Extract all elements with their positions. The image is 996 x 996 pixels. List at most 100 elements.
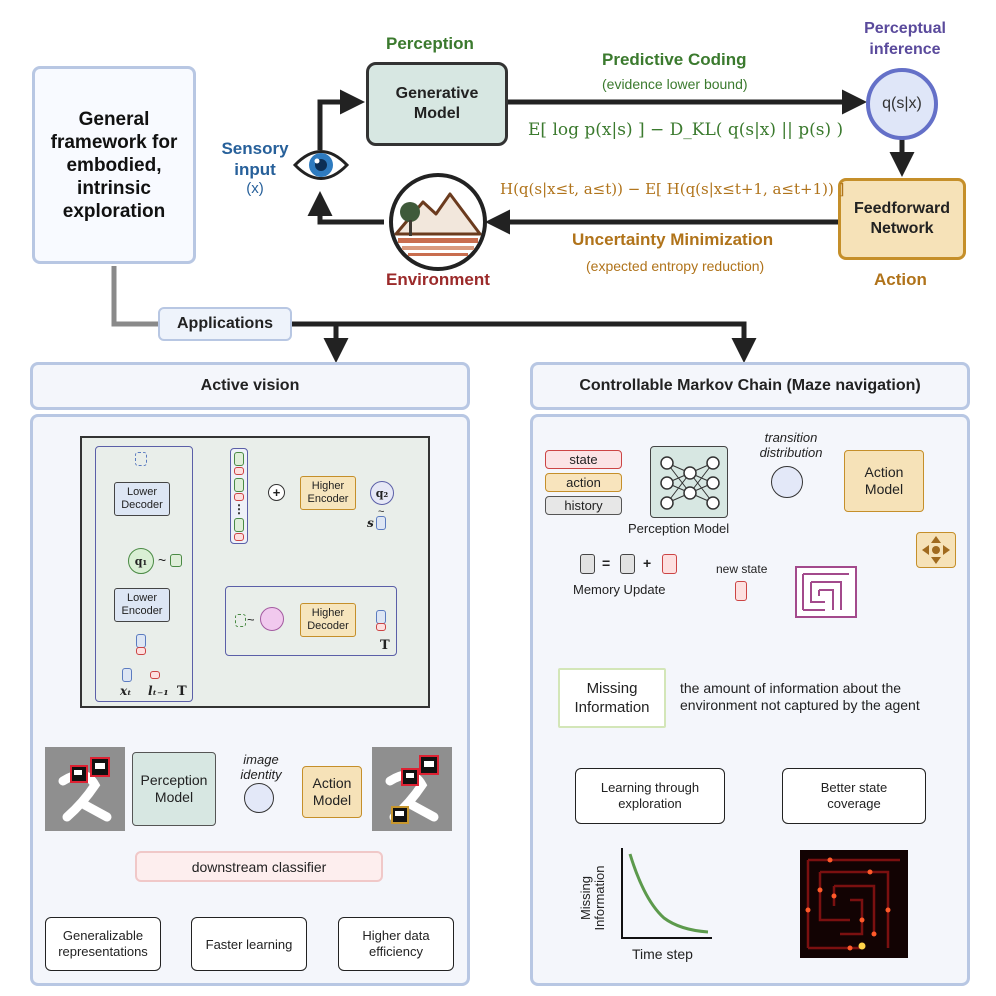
s-label: s: [367, 516, 374, 530]
markov-header: Controllable Markov Chain (Maze navigati…: [530, 362, 970, 410]
perceptual-inference-label: Perceptual inference: [864, 20, 946, 58]
T-right-label: T: [380, 638, 390, 653]
perception-model-box-av: Perception Model: [132, 752, 216, 826]
missing-info-box-label: Missing Information: [574, 680, 650, 716]
sensory-input-label: Sensory input: [221, 139, 289, 179]
applications-box: Applications: [158, 307, 292, 341]
line-framework-to-applications: [111, 266, 158, 327]
plot-ylabel: Missing Information: [578, 865, 607, 931]
digit-image-left: [45, 747, 125, 831]
q2-label: q₂: [375, 486, 389, 500]
outcome-generalizable-label: Generalizable representations: [58, 928, 148, 959]
transition-node: [771, 466, 803, 498]
xt-cell: [122, 668, 132, 682]
feedforward-label: Feedforward Network: [853, 200, 950, 237]
learning-box: Learning through exploration: [575, 768, 725, 824]
new-state-label: new state: [716, 562, 768, 576]
lower-decoder-box: Lower Decoder: [114, 482, 170, 516]
enc-cell-red: [136, 647, 146, 655]
higher-decoder-label: Higher Decoder: [307, 607, 349, 632]
outcome-efficiency: Higher data efficiency: [338, 917, 454, 971]
learning-label: Learning through exploration: [600, 780, 700, 811]
digit-image-right: [372, 747, 452, 831]
image-identity-node: [244, 783, 274, 813]
new-state-cell: [735, 581, 747, 601]
active-vision-title: Active vision: [200, 377, 300, 394]
generative-model-box: Generative Model: [366, 62, 508, 146]
input-action: action: [545, 473, 622, 492]
memory-cell-2: [620, 554, 635, 574]
coverage-label: Better state coverage: [820, 780, 888, 811]
input-history-label: history: [564, 498, 603, 513]
input-action-label: action: [566, 475, 601, 490]
stack-dots: ⋮: [233, 502, 245, 516]
arrow-applications-to-markov: [336, 321, 757, 363]
missing-info-desc: the amount of information about the envi…: [680, 680, 920, 713]
input-state: state: [545, 450, 622, 469]
latent-cell: [170, 554, 182, 567]
perception-model-box-mc: [650, 446, 728, 518]
perception-model-label-mc: Perception Model: [628, 521, 730, 536]
expected-entropy-label: (expected entropy reduction): [586, 258, 765, 274]
tilde-2: ~: [378, 506, 385, 518]
tilde-3: ~: [247, 612, 255, 627]
q2-node: q₂: [370, 481, 394, 505]
action-model-box-av: Action Model: [302, 766, 362, 818]
maze-icon: [795, 566, 857, 618]
missing-info-box: Missing Information: [558, 668, 666, 728]
xt-label: xₜ: [120, 684, 132, 698]
decay-curve: [628, 853, 709, 934]
plus-node: +: [268, 484, 285, 501]
lt-label: lₜ₋₁: [148, 684, 169, 698]
input-history: history: [545, 496, 622, 515]
arrow-eye-to-generative: [317, 89, 365, 150]
framework-title-box: General framework for embodied, intrinsi…: [32, 66, 196, 264]
neural-net-icon: [660, 456, 720, 510]
elbo-label: (evidence lower bound): [602, 76, 748, 92]
environment-label: Environment: [386, 270, 490, 289]
missing-info-plot: [572, 840, 722, 965]
transition-label: transition distribution: [759, 430, 823, 460]
plot-xlabel: Time step: [632, 946, 693, 962]
outcome-faster: Faster learning: [191, 917, 307, 971]
action-model-label-av: Action Model: [312, 775, 352, 808]
downstream-classifier-label: downstream classifier: [191, 858, 327, 875]
plus-symbol: +: [272, 485, 281, 500]
q-node-label: q(s|x): [882, 95, 922, 112]
sensory-x-label: (x): [246, 180, 264, 197]
memory-update-label: Memory Update: [573, 582, 666, 597]
environment-icon: [388, 172, 488, 272]
eye-icon: [292, 142, 350, 188]
hd-cell-red: [376, 623, 386, 631]
q1-node: q₁: [128, 548, 154, 574]
generative-model-label: Generative Model: [395, 85, 479, 122]
framework-title: General framework for embodied, intrinsi…: [50, 108, 178, 222]
input-state-label: state: [569, 452, 598, 467]
uncertainty-min-label: Uncertainty Minimization: [572, 230, 774, 249]
action-model-label-mc: Action Model: [864, 464, 904, 497]
arrow-applications-to-active-vision: [292, 321, 349, 363]
q-node: q(s|x): [866, 68, 938, 140]
memory-eq: =: [602, 555, 611, 571]
higher-encoder-box: Higher Encoder: [300, 476, 356, 510]
enc-cell-blue: [136, 634, 146, 648]
s-cell: [376, 516, 386, 530]
T-left-label: T: [177, 684, 187, 699]
lower-level-frame: [95, 446, 193, 702]
active-vision-header: Active vision: [30, 362, 470, 410]
predictive-coding-label: Predictive Coding: [602, 50, 747, 69]
stack-cell-6: [234, 533, 244, 541]
dashed-output: [135, 452, 147, 466]
uncertainty-formula: H(q(s|x≤t, a≤t)) − E[ H(q(s|x≤t+1, a≤t+1…: [500, 180, 845, 198]
outcome-generalizable: Generalizable representations: [45, 917, 161, 971]
coverage-box: Better state coverage: [782, 768, 926, 824]
perception-label: Perception: [386, 34, 474, 53]
markov-title: Controllable Markov Chain (Maze navigati…: [579, 377, 921, 394]
perception-model-label-av: Perception Model: [140, 772, 208, 805]
stack-cell-4: [234, 493, 244, 501]
applications-label: Applications: [176, 315, 273, 332]
pink-node: [260, 607, 284, 631]
image-identity-label: image identity: [240, 752, 282, 782]
elbo-formula: E[ log p(x|s) ] − D_KL( q(s|x) || p(s) ): [528, 120, 844, 140]
lower-encoder-box: Lower Encoder: [114, 588, 170, 622]
